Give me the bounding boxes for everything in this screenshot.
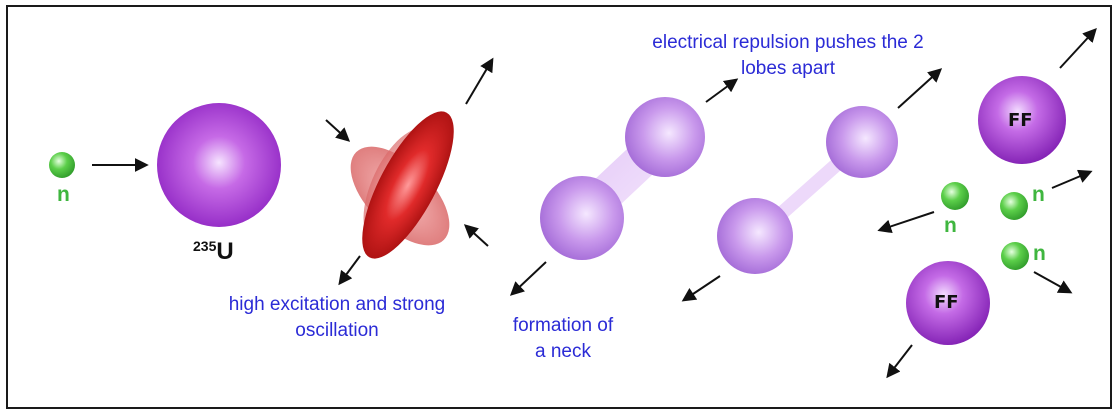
arrow-stretch-topright xyxy=(466,60,492,104)
stretched-dumbbell xyxy=(717,106,898,274)
neutron-label-1: n xyxy=(944,214,957,238)
neutron-label-incoming: n xyxy=(57,183,70,207)
neutron-label-2: n xyxy=(1032,183,1045,207)
released-neutron-2 xyxy=(1000,192,1028,220)
uranium-nucleus xyxy=(157,103,281,227)
caption-excitation: high excitation and strong oscillation xyxy=(206,292,468,344)
arrow-stretched-bottomleft xyxy=(684,276,720,300)
caption-neck: formation of a neck xyxy=(508,313,618,365)
arrow-neutron-2 xyxy=(1052,172,1090,188)
released-neutron-1 xyxy=(941,182,969,210)
caption-repulsion: electrical repulsion pushes the 2 lobes … xyxy=(648,30,928,82)
isotope-mass-number: 235 xyxy=(193,238,216,254)
arrow-compress-topleft xyxy=(326,120,348,140)
arrow-neck-topright xyxy=(706,80,736,102)
arrow-neck-bottomleft xyxy=(512,262,546,294)
arrow-fragment-top xyxy=(1060,30,1095,68)
fragment-label-top: FF xyxy=(1008,110,1033,131)
excited-nucleus xyxy=(334,99,472,270)
released-neutron-3 xyxy=(1001,242,1029,270)
arrow-stretch-bottomleft xyxy=(340,256,360,283)
arrow-fragment-bottom xyxy=(888,345,912,376)
neutron-label-3: n xyxy=(1033,242,1046,266)
arrow-compress-bottomright xyxy=(466,226,488,246)
incoming-neutron xyxy=(49,152,75,178)
isotope-label: 235U xyxy=(193,238,234,266)
fragment-label-bottom: FF xyxy=(934,292,959,313)
neck-dumbbell xyxy=(540,97,705,260)
isotope-element: U xyxy=(216,238,233,265)
arrow-neutron-1 xyxy=(880,212,934,230)
arrow-neutron-3 xyxy=(1034,272,1070,292)
